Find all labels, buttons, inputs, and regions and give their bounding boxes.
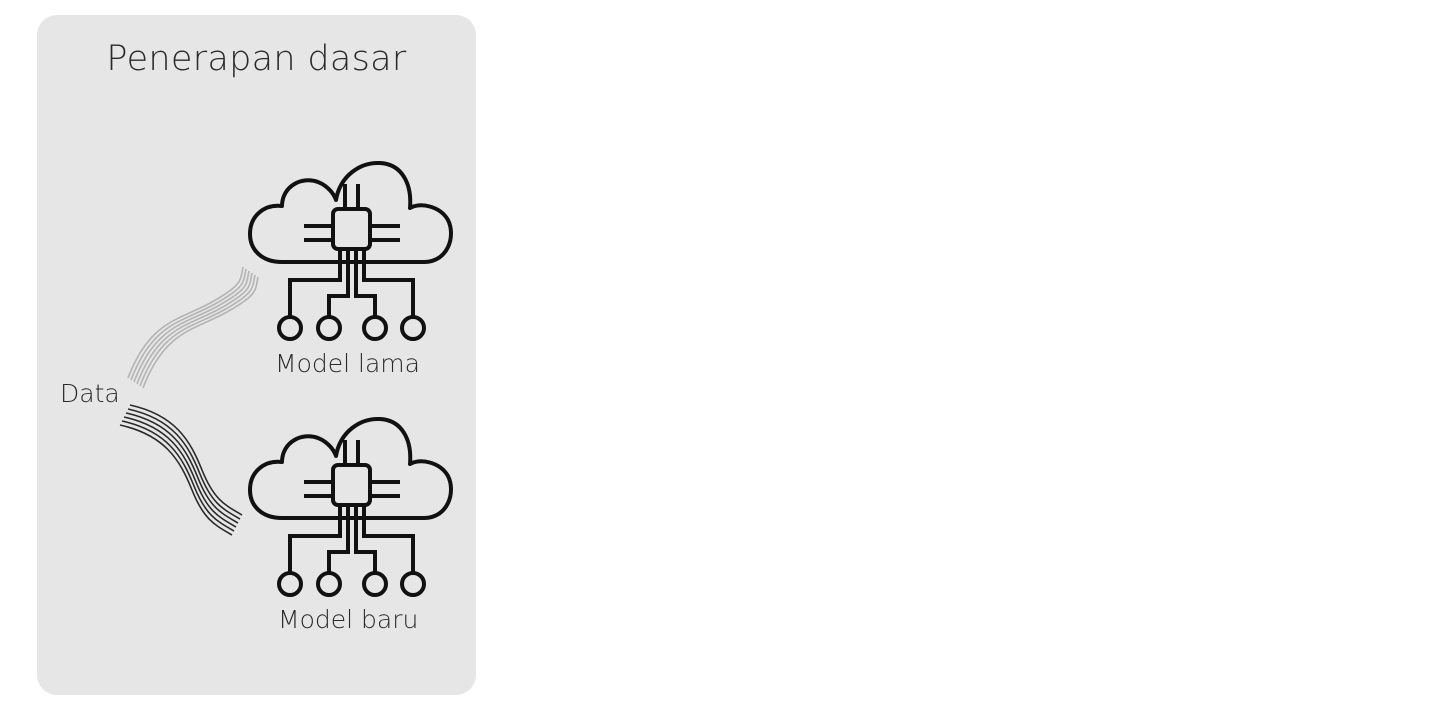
panel-title: Penerapan dasar — [106, 39, 407, 79]
model-new-label: Model baru — [278, 605, 419, 634]
model-old-label: Model lama — [275, 349, 420, 378]
data-source-label: Data — [60, 379, 120, 408]
deployment-panel: Penerapan dasar Data Model lama Model ba… — [37, 15, 476, 695]
